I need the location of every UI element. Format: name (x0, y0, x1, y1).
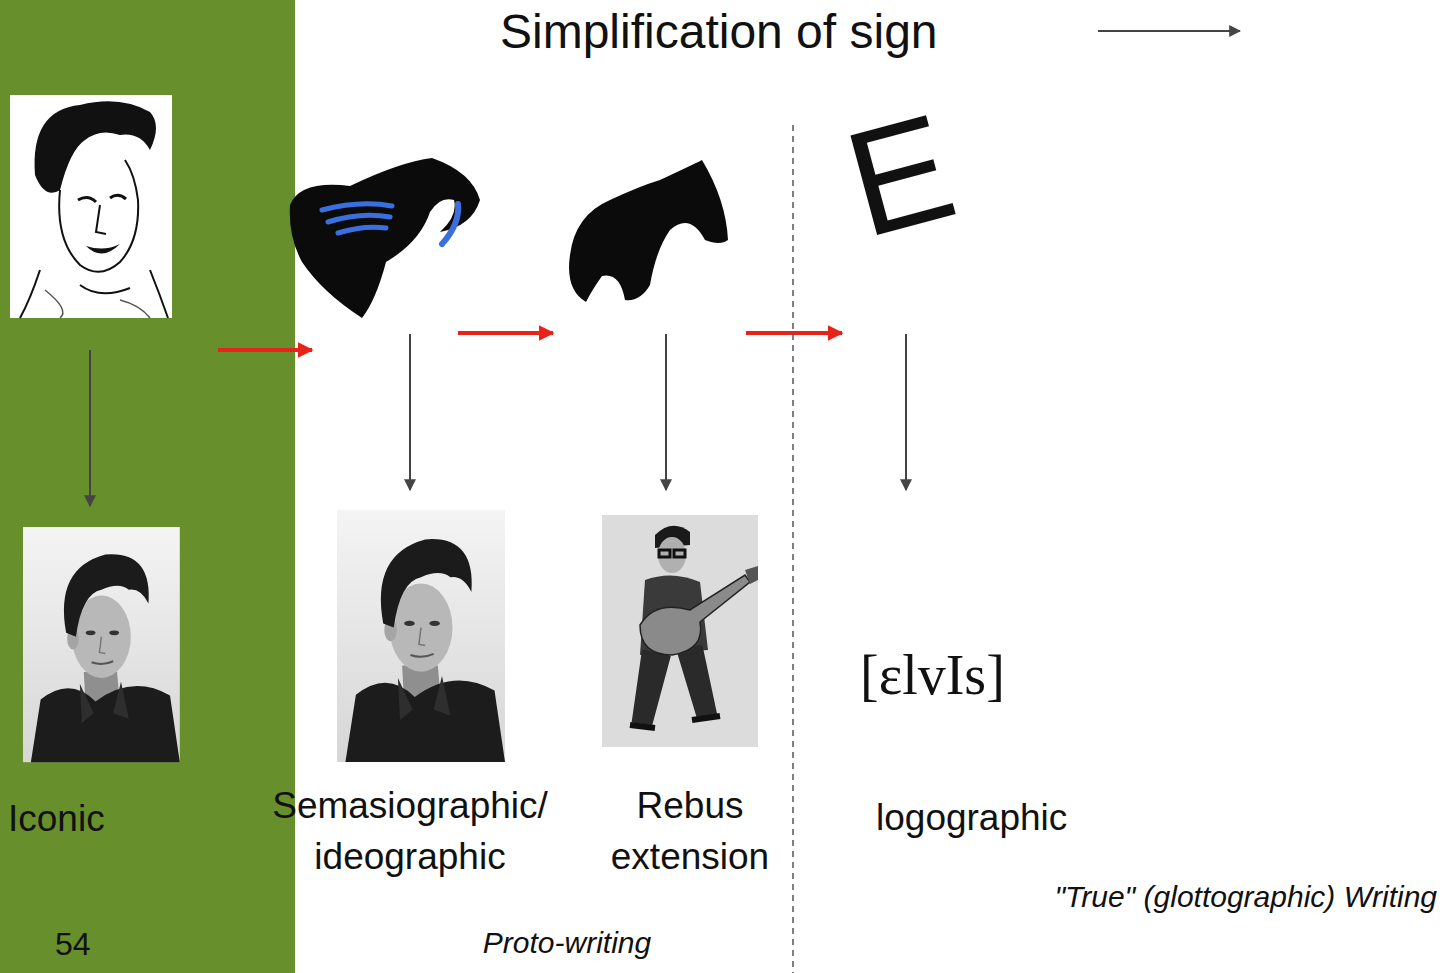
category-note: "True" (glottographic) Writing (1054, 880, 1437, 914)
red-arrow (218, 333, 842, 350)
stage-label: logographic (876, 797, 1067, 839)
category-note: Proto-writing (417, 926, 717, 960)
stage-label: Semasiographic/ ideographic (262, 780, 558, 882)
hair-sign (290, 158, 480, 318)
page-number: 54 (55, 926, 91, 963)
caricature (10, 95, 172, 318)
sign-glyph: E (832, 90, 967, 261)
stage-label: Rebus extension (590, 780, 790, 882)
hair-sign (569, 160, 728, 302)
stage-label: Iconic (8, 798, 105, 840)
title: Simplification of sign (500, 4, 938, 59)
divider-line (792, 125, 794, 973)
phonetic-transcription: [ɛlvIs] (860, 643, 1005, 707)
rebus-photo (602, 515, 758, 747)
gray-arrow (90, 31, 1240, 506)
